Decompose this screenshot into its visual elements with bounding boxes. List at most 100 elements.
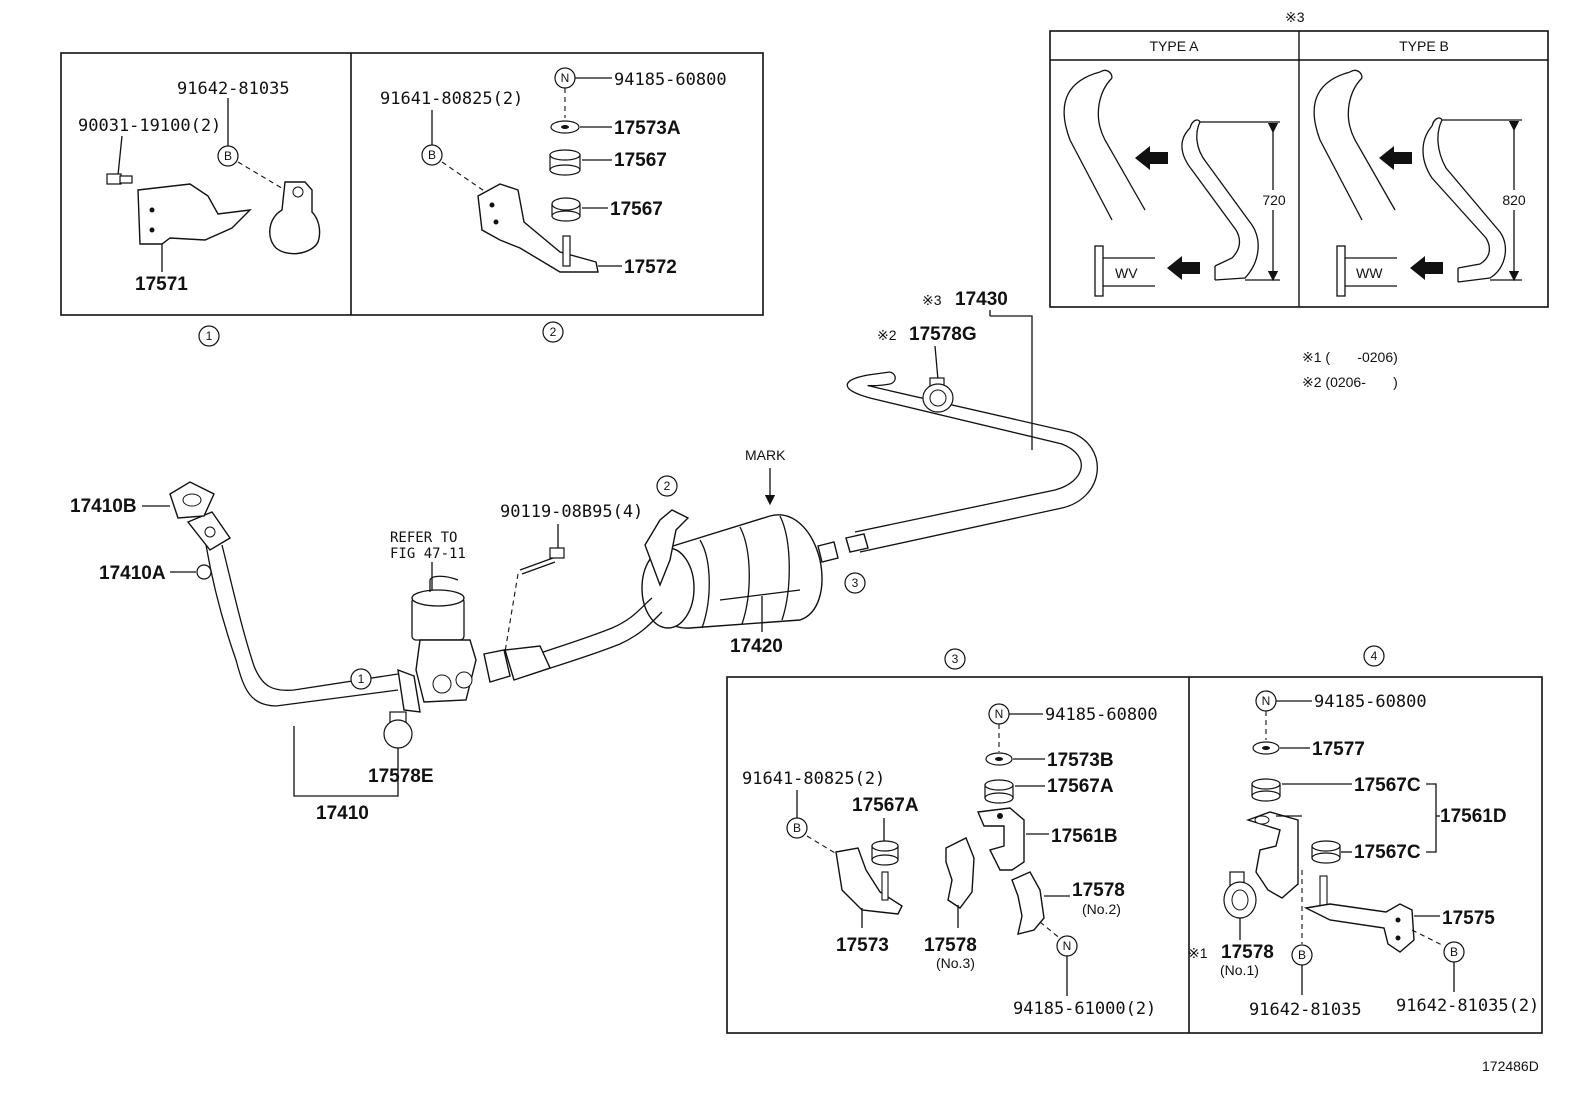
part-label-94185-60800: 94185-60800 [614,70,727,90]
svg-text:N: N [1262,694,1271,708]
part-label-no2: (No.2) [1082,901,1121,917]
part-label-17572: 17572 [624,257,677,278]
type-b-dimension: 820 [1502,192,1526,208]
type-b-label: TYPE B [1399,38,1449,54]
front-pipe-17410-shape [205,544,399,707]
cushion-17567-bottom-shape [551,197,581,222]
cushion-17567-top-shape [549,149,581,176]
note-1: ※1 ( -0206) [1302,349,1398,365]
clamp-17578-no1-shape [1223,871,1257,919]
cushion-17567A-top-shape [984,779,1014,804]
callout-3-label: 3 [952,652,959,666]
cushion-17567A-mid-shape [871,840,899,866]
part-label-17410A: 17410A [99,563,166,584]
callout-4-label: 4 [1371,649,1378,663]
main-callout-3-label: 3 [852,576,859,590]
bracket-3-inset: N 94185-60800 17573B 17567A 91641-80825(… [742,703,1158,1019]
part-label-17578G: 17578G [909,324,977,345]
callout-3-circle [944,648,966,670]
part-label-17567A-top: 17567A [1047,776,1114,797]
callout-1-label: 1 [206,329,213,343]
type-a-label: TYPE A [1149,38,1199,54]
nut-marker-label: N [561,71,570,85]
arrow-type-a-2 [1167,256,1200,280]
cushion-17567C-top-shape [1251,778,1281,802]
part-label-no3: (No.3) [936,955,975,971]
main-exhaust-assembly: 17430 ※3 17578G ※2 17420 MARK [70,289,1098,824]
part-label-17567-b: 17567 [610,199,663,220]
part-label-17573A: 17573A [614,118,681,139]
svg-text:N: N [995,707,1004,721]
main-callout-1 [350,668,372,690]
type-a-code: WV [1115,265,1138,281]
part-label-94185-60800-b: 94185-60800 [1045,705,1158,725]
part-label-17578-no1: 17578 [1221,942,1274,963]
refer-line-1: REFER TO [390,530,457,546]
bolt-90119-shape [519,547,565,575]
mark-17430: ※3 [922,292,942,308]
callout-1-circle [198,325,220,347]
arrow-type-b-1 [1379,146,1412,170]
part-label-17567A-mid: 17567A [852,795,919,816]
svg-text:B: B [793,821,801,835]
part-label-90119-08B95: 90119-08B95(4) [500,502,643,522]
inset-panel-3-4 [726,676,1543,1034]
svg-text:N: N [1063,939,1072,953]
bracket-17572-shape [477,183,599,273]
part-label-91642-81035: 91642-81035 [177,79,290,99]
stud-shape [1319,875,1328,907]
part-label-17577: 17577 [1312,739,1365,760]
svg-text:B: B [1298,948,1306,962]
callout-2-label: 2 [550,325,557,339]
part-label-17420: 17420 [730,636,783,657]
part-label-94185-60800-c: 94185-60800 [1314,692,1427,712]
part-label-17575: 17575 [1442,908,1495,929]
part-label-17573B: 17573B [1047,750,1114,771]
type-b-code: WW [1356,265,1383,281]
part-label-17561D: 17561D [1440,806,1507,827]
arrow-type-a-1 [1135,146,1168,170]
converter-shape [411,575,477,703]
bolt-marker-b [421,144,443,166]
part-label-17567C-bottom: 17567C [1354,842,1421,863]
bolt-shape [106,173,133,185]
part-label-17430: 17430 [955,289,1008,310]
callout-2-circle [542,321,564,343]
bolt-marker-label: B [224,149,232,163]
mark-17578-no1: ※1 [1188,945,1208,961]
mark-17578G: ※2 [877,327,897,343]
clamp-shape [269,181,321,255]
part-label-91641-80825: 91641-80825(2) [380,89,523,109]
refer-line-2: FIG 47-11 [390,546,466,562]
main-callout-2 [656,475,678,497]
main-callout-2-label: 2 [664,479,671,493]
diagram-id: 172486D [1482,1058,1539,1074]
part-label-17573: 17573 [836,935,889,956]
bracket-17561B-shape [976,807,1025,871]
part-label-94185-61000: 94185-61000(2) [1013,999,1156,1019]
bolt-marker-label: B [428,148,436,162]
part-label-91641-80825-b: 91641-80825(2) [742,769,885,789]
part-label-91642-81035-2: 91642-81035(2) [1396,996,1539,1016]
clamp-17578-no2-shape [1011,871,1045,935]
bracket-4-inset: N 94185-60800 17577 17567C 17561D 17567C [1188,690,1539,1020]
part-label-17567: 17567 [614,150,667,171]
callout-4-circle [1363,645,1385,667]
svg-text:B: B [1450,945,1458,959]
bracket-17571-shape [137,183,252,245]
muffler-17420-shape [641,509,839,629]
clamp-17578-no3-shape [945,837,975,909]
bolt-marker-b [217,145,239,167]
clamp-17578G-shape [922,377,954,413]
nut-17410A-shape [196,564,212,580]
part-label-17410: 17410 [316,803,369,824]
part-label-17410B: 17410B [70,496,137,517]
bracket-17575-shape [1303,903,1415,953]
bracket-2-inset: 91641-80825(2) B N 94185-60800 17573A 17… [380,67,727,278]
type-a-dimension: 720 [1262,192,1286,208]
note-2: ※2 (0206- ) [1302,374,1398,390]
inset-panel-1-2 [60,52,764,316]
type-table: ※3 TYPE A TYPE B 720 WV [1049,9,1549,308]
part-label-17578E: 17578E [368,766,434,787]
